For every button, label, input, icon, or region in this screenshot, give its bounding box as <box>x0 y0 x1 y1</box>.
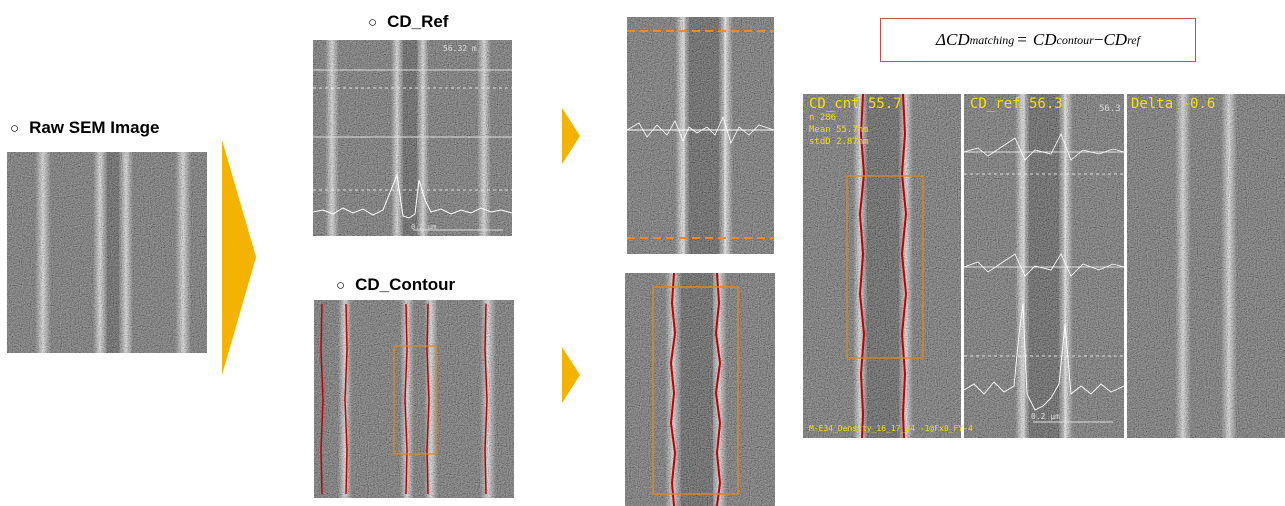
corner-ref-value: 56.3 <box>1099 104 1121 114</box>
formula-equals: = <box>1017 30 1027 49</box>
ref-zoom-image <box>627 17 774 254</box>
raw-sem-image <box>7 152 207 353</box>
formula-minus: − <box>1093 30 1104 49</box>
cd-contour-image <box>314 300 514 498</box>
mean-value: Mean 55.7nm <box>809 125 869 135</box>
delta-value: Delta -0.6 <box>1131 96 1216 112</box>
small-arrow-icon <box>562 108 580 164</box>
raw-sem-label: ○ Raw SEM Image <box>10 118 159 138</box>
scale-bar-label: 0.2 µm <box>1031 412 1060 421</box>
formula-delta: ΔCD <box>936 30 970 49</box>
small-ref-scale: 0.2 µm <box>411 223 437 231</box>
contour-zoom-image <box>625 273 775 506</box>
raw-sem-text: Raw SEM Image <box>29 118 160 137</box>
footer-info: M-E34_Density_16_17_34 -1@Fx0_FY-4 <box>809 424 973 433</box>
small-arrow-icon <box>562 347 580 403</box>
cd-contour-text: CD_Contour <box>355 275 456 294</box>
formula-sub-matching: matching <box>969 32 1015 47</box>
cd-ref-value: CD_ref 56.3 <box>970 96 1063 112</box>
cd-ref-image: 56.32 m 0.2 µm <box>313 40 512 236</box>
formula-sub-contour: contour <box>1056 32 1094 47</box>
big-arrow-icon <box>222 140 256 375</box>
formula-sub-ref: ref <box>1127 32 1140 47</box>
formula-cd-contour: CD <box>1032 30 1057 49</box>
comparison-panel: CD_cnt 55.7 n 286 Mean 55.7nm stdD 2.87n… <box>803 94 1285 438</box>
cd-contour-label: ○ CD_Contour <box>336 275 455 295</box>
cd-cnt-value: CD_cnt 55.7 <box>809 96 902 112</box>
bullet-icon: ○ <box>368 14 378 31</box>
small-ref-corner-value: 56.32 m <box>443 44 477 53</box>
n-count: n 286 <box>809 113 837 123</box>
cd-ref-text: CD_Ref <box>387 12 449 31</box>
bullet-icon: ○ <box>336 277 346 294</box>
bullet-icon: ○ <box>10 120 20 137</box>
std-value: stdD 2.87nm <box>809 137 869 147</box>
cd-ref-label: ○ CD_Ref <box>368 12 448 32</box>
formula-cd-ref: CD <box>1103 30 1128 49</box>
